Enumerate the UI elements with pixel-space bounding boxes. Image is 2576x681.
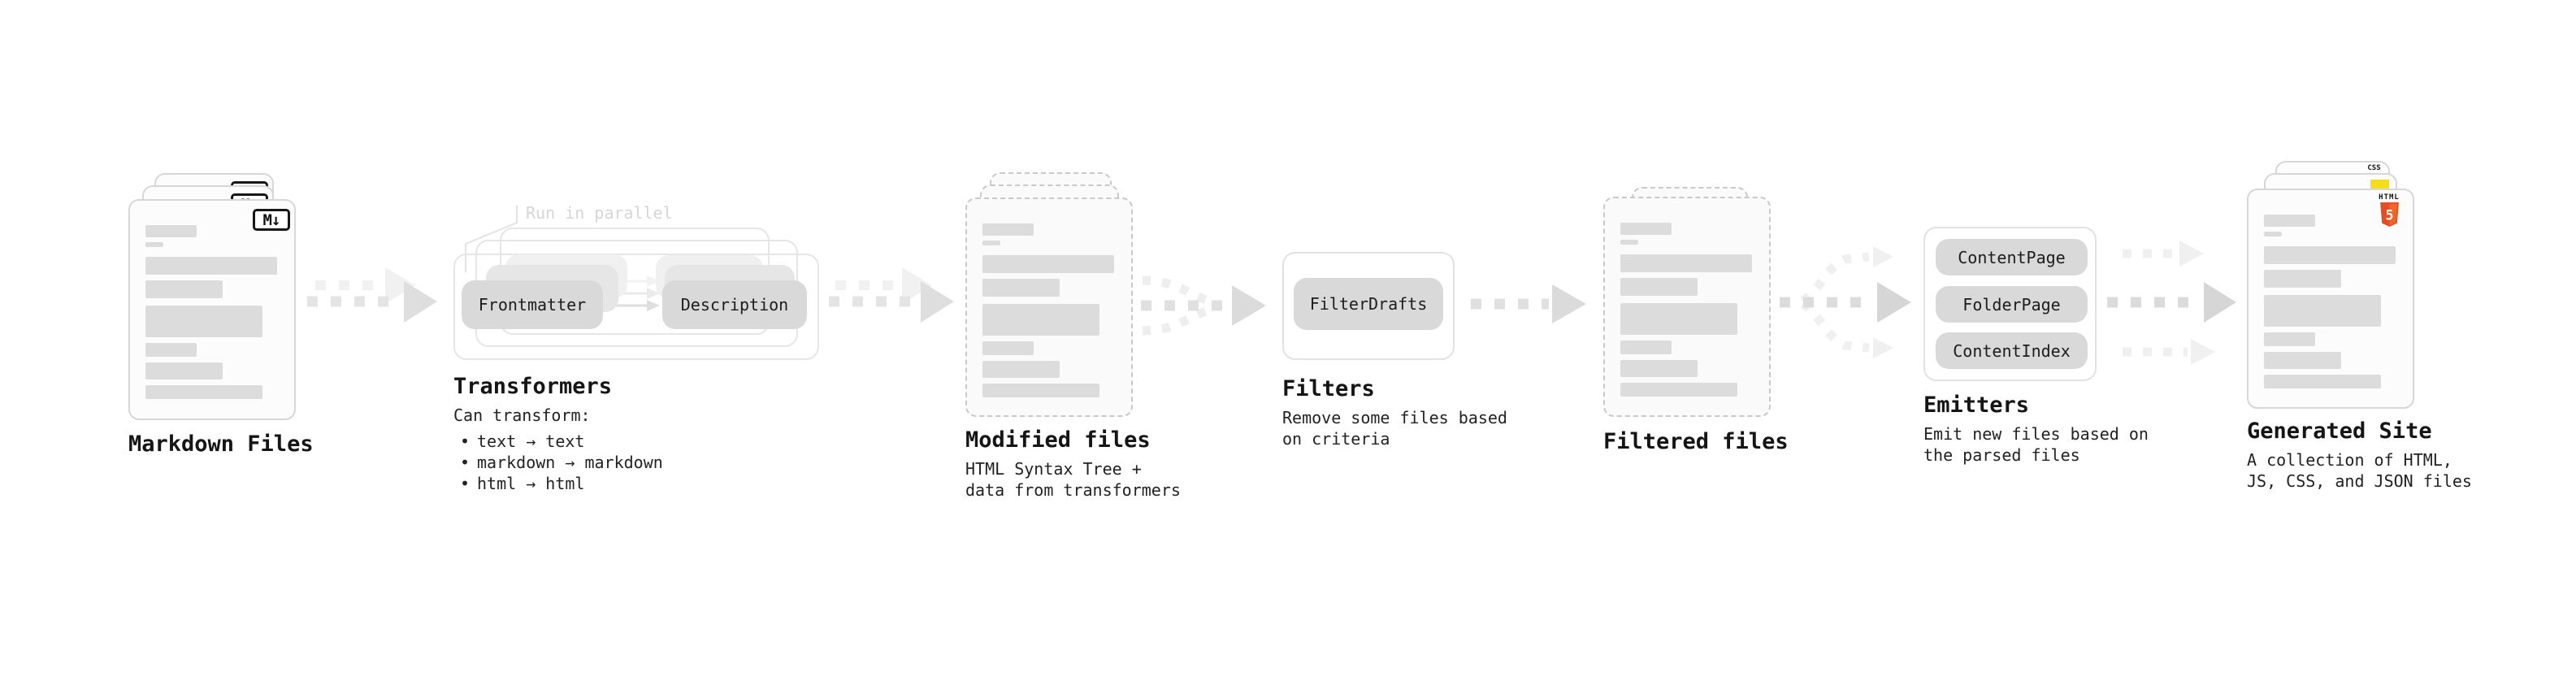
arrow-emitters-to-site <box>2107 241 2236 365</box>
doc-line <box>982 384 1099 397</box>
filters-subtitle: Remove some files based on criteria <box>1282 408 1507 449</box>
doc-line <box>1620 278 1698 296</box>
filter-pill-filterdrafts: FilterDrafts <box>1294 278 1443 330</box>
stage-title-filters: Filters <box>1282 376 1375 401</box>
stage-title-transformers: Transformers <box>453 374 613 399</box>
doc-line <box>1620 223 1672 235</box>
doc-line <box>1620 383 1737 397</box>
emitters-box: ContentPage FolderPage ContentIndex <box>1923 227 2097 381</box>
doc-line <box>2264 215 2315 227</box>
html5-icon: HTML 5 <box>2375 193 2403 227</box>
document-skeleton <box>145 225 277 399</box>
emitter-pill-contentindex: ContentIndex <box>1936 332 2088 369</box>
doc-line <box>2264 270 2341 288</box>
doc-line <box>145 257 277 275</box>
filters-box: FilterDrafts <box>1282 252 1455 360</box>
site-file-card-html: HTML 5 <box>2247 189 2414 409</box>
document-skeleton <box>982 223 1114 397</box>
doc-line <box>145 242 163 247</box>
doc-line <box>1620 303 1737 335</box>
doc-line <box>145 343 197 357</box>
doc-line <box>982 361 1060 378</box>
doc-line <box>1620 240 1638 245</box>
arrow-markdown-to-transformers <box>307 267 437 323</box>
stage-title-generated-site: Generated Site <box>2247 419 2432 444</box>
modified-file-card-front <box>965 197 1133 417</box>
markdown-file-card-front: M↓ <box>128 199 296 420</box>
doc-line <box>982 223 1034 236</box>
filtered-file-card-front <box>1603 197 1771 417</box>
transformers-bullet-list: text → text markdown → markdown html → h… <box>455 431 663 494</box>
doc-line <box>1620 340 1672 354</box>
stage-title-markdown-files: Markdown Files <box>128 432 314 457</box>
generated-site-subtitle: A collection of HTML, JS, CSS, and JSON … <box>2247 450 2472 491</box>
transformers-note-heading: Can transform: <box>453 406 591 425</box>
doc-line <box>145 280 223 298</box>
doc-line <box>2264 246 2396 264</box>
arrow-modified-to-filters <box>1141 275 1266 336</box>
js-icon <box>2370 180 2389 189</box>
stage-title-filtered-files: Filtered files <box>1603 429 1789 454</box>
doc-line <box>1620 360 1698 377</box>
doc-line <box>2264 332 2315 346</box>
doc-line <box>2264 232 2282 236</box>
arrow-filters-to-filtered <box>1471 284 1586 323</box>
doc-line <box>982 341 1034 355</box>
arrow-filtered-to-emitters <box>1780 246 1911 358</box>
doc-line <box>2264 352 2341 369</box>
document-skeleton <box>2264 215 2396 388</box>
transformer-pill-description: Description <box>662 280 807 329</box>
arrow-transformers-to-modified <box>829 267 954 323</box>
bullet-item: markdown → markdown <box>455 452 663 473</box>
doc-line <box>982 304 1099 336</box>
svg-text:5: 5 <box>2385 207 2393 223</box>
doc-line <box>145 362 223 380</box>
bullet-item: text → text <box>455 431 663 452</box>
doc-line <box>2264 375 2381 388</box>
doc-line <box>145 225 197 237</box>
transformer-frame-front <box>453 254 819 360</box>
doc-line <box>982 279 1060 297</box>
modified-files-subtitle: HTML Syntax Tree + data from transformer… <box>965 459 1181 500</box>
run-in-parallel-annotation: Run in parallel <box>526 203 673 223</box>
doc-line <box>2264 295 2381 327</box>
markdown-icon: M↓ <box>253 209 290 231</box>
emitter-pill-contentpage: ContentPage <box>1936 239 2088 275</box>
stage-title-emitters: Emitters <box>1923 393 2030 418</box>
doc-line <box>982 241 1000 245</box>
emitter-pill-folderpage: FolderPage <box>1936 286 2088 323</box>
stage-title-modified-files: Modified files <box>965 427 1151 453</box>
emitters-subtitle: Emit new files based on the parsed files <box>1923 424 2149 465</box>
doc-line <box>145 306 262 337</box>
doc-line <box>982 255 1114 273</box>
bullet-item: html → html <box>455 473 663 494</box>
transformer-pill-frontmatter: Frontmatter <box>462 280 603 329</box>
doc-line <box>145 385 262 399</box>
document-skeleton <box>1620 223 1752 397</box>
doc-line <box>1620 254 1752 272</box>
